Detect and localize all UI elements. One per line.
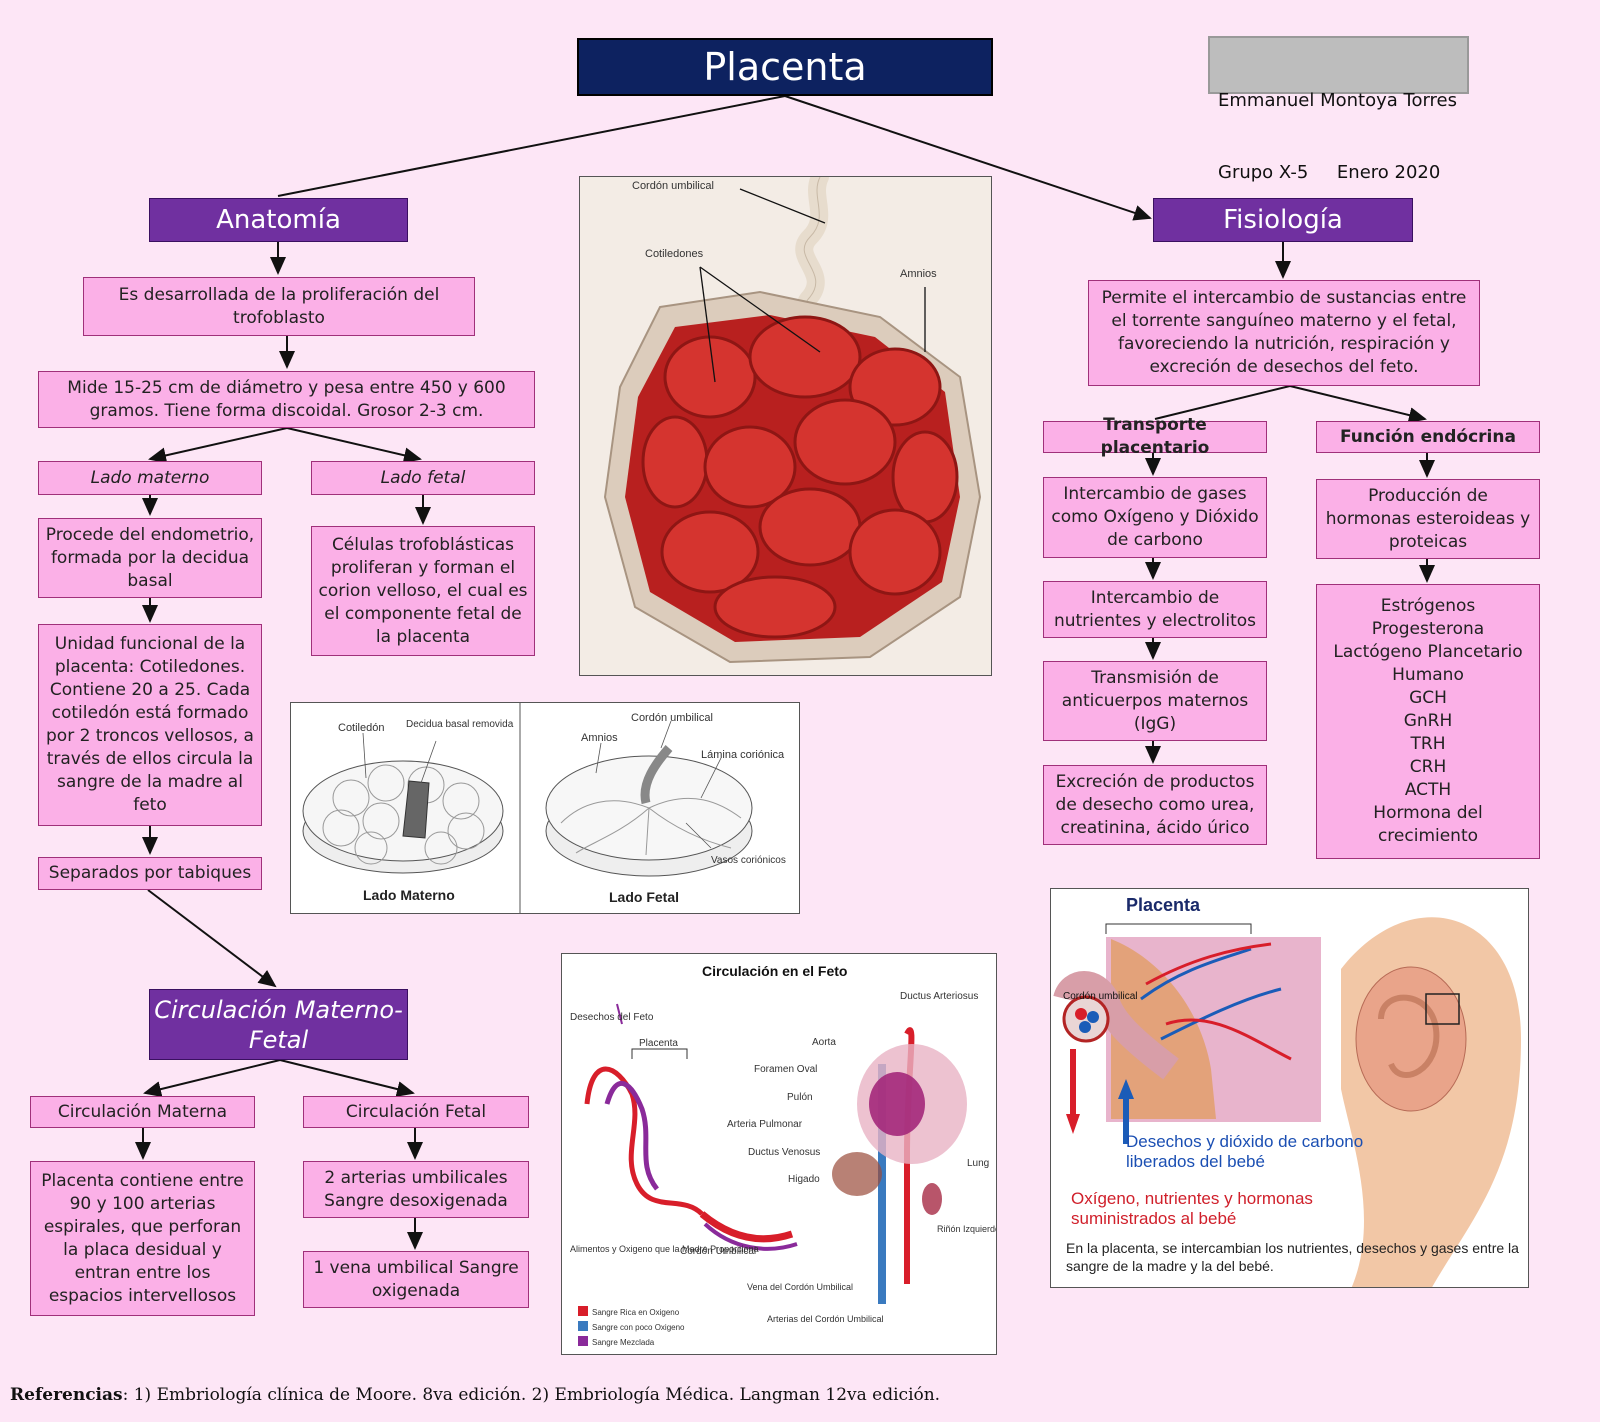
- label-oxygen-nutrients: Oxígeno, nutrientes y hormonas suministr…: [1071, 1189, 1313, 1228]
- anatomia-heading: Anatomía: [149, 198, 408, 242]
- label-cordon-umbilical-3: Cordón Umbilical: [680, 1246, 756, 1257]
- circulacion-materna-label: Circulación Materna: [30, 1096, 255, 1128]
- author-box: Emmanuel Montoya Torres Grupo X-5 Enero …: [1208, 36, 1469, 183]
- page-title: Placenta: [577, 38, 993, 96]
- label-higado: Higado: [788, 1174, 820, 1185]
- label-amnios: Amnios: [900, 268, 937, 280]
- umbilical-vein-box: 1 vena umbilical Sangre oxigenada: [303, 1251, 529, 1308]
- label-ductus-venosus: Ductus Venosus: [748, 1147, 820, 1158]
- label-vena-cordon: Vena del Cordón Umbilical: [747, 1282, 853, 1292]
- hormone-item: CRH: [1409, 757, 1447, 777]
- functional-unit-desc: Unidad funcional de la placenta: Cotiled…: [38, 624, 262, 826]
- placental-exchange-illustration: Placenta Cordón umbilical Desechos y dió…: [1050, 888, 1529, 1288]
- label-cotiledones: Cotiledones: [645, 248, 704, 260]
- fisiologia-heading: Fisiología: [1153, 198, 1413, 242]
- label-lado-fetal: Lado Fetal: [609, 889, 679, 905]
- transport-item-antibodies: Transmisión de anticuerpos maternos (IgG…: [1043, 661, 1267, 741]
- legend-label: Sangre con poco Oxigeno: [592, 1323, 685, 1332]
- fisiologia-desc: Permite el intercambio de sustancias ent…: [1088, 280, 1480, 386]
- fetal-circulation-illustration: Circulación en el Feto Ductus Arteriosus…: [561, 953, 997, 1355]
- circulation-legend: Sangre Rica en Oxigeno Sangre con poco O…: [578, 1306, 685, 1347]
- legend-label: Sangre Mezclada: [592, 1338, 655, 1347]
- placenta-sides-illustration: Cotiledón Decidua basal removida Lado Ma…: [290, 702, 800, 914]
- hormone-item: ACTH: [1404, 780, 1452, 800]
- placenta-illustration: Cordón umbilical Cotiledones Amnios: [579, 176, 992, 676]
- transporte-heading: Transporte placentario: [1043, 415, 1267, 458]
- label-desechos: Desechos del Feto: [570, 1012, 654, 1023]
- lado-fetal-label: Lado fetal: [311, 461, 535, 495]
- circulacion-heading: Circulación Materno-Fetal: [149, 989, 408, 1060]
- hormone-item: GCH: [1409, 688, 1447, 708]
- label-ductus-arteriosus: Ductus Arteriosus: [900, 991, 978, 1002]
- label-cotiledon: Cotiledón: [338, 722, 384, 734]
- hormone-item: Estrógenos: [1380, 596, 1476, 616]
- author-name: Emmanuel Montoya Torres: [1218, 90, 1458, 111]
- references-text: : 1) Embriología clínica de Moore. 8va e…: [122, 1385, 941, 1405]
- label-pulon: Pulón: [787, 1092, 813, 1103]
- references-label: Referencias: [10, 1385, 123, 1405]
- hormone-list: Estrógenos Progesterona Lactógeno Plance…: [1316, 584, 1540, 859]
- label-placenta: Placenta: [639, 1038, 678, 1049]
- hormone-item: GnRH: [1403, 711, 1453, 731]
- transport-item-waste: Excreción de productos de desecho como u…: [1043, 765, 1267, 845]
- circulacion-fetal-label: Circulación Fetal: [303, 1096, 529, 1128]
- fetal-side-desc: Células trofoblásticas proliferan y form…: [311, 526, 535, 656]
- hormone-item: TRH: [1410, 734, 1446, 754]
- maternal-side-drawing: [302, 760, 504, 874]
- hormone-production-box: Producción de hormonas esteroideas y pro…: [1316, 479, 1540, 559]
- exchange-caption: En la placenta, se intercambian los nutr…: [1066, 1240, 1519, 1274]
- legend-swatch-mixed: [578, 1336, 588, 1346]
- legend-swatch-oxygen-rich: [578, 1306, 588, 1316]
- references: Referencias: 1) Embriología clínica de M…: [10, 1385, 1110, 1405]
- label-arterias-cordon: Arterias del Cordón Umbilical: [767, 1314, 884, 1324]
- transport-item-gases: Intercambio de gases como Oxígeno y Dióx…: [1043, 477, 1267, 558]
- legend-swatch-oxygen-poor: [578, 1321, 588, 1331]
- fetal-side-drawing: [545, 745, 753, 877]
- hormone-item: Lactógeno Plancetario Humano: [1333, 642, 1523, 685]
- label-amnios-2: Amnios: [581, 732, 618, 744]
- label-arteria-pulmonar: Arteria Pulmonar: [727, 1119, 803, 1130]
- hormone-item: Hormona del crecimiento: [1373, 803, 1483, 846]
- exchange-title: Placenta: [1126, 895, 1201, 915]
- label-aorta: Aorta: [812, 1037, 836, 1048]
- maternal-circulation-desc: Placenta contiene entre 90 y 100 arteria…: [30, 1161, 255, 1316]
- label-decidua: Decidua basal removida: [406, 719, 514, 730]
- maternal-side-desc: Procede del endometrio, formada por la d…: [38, 518, 262, 598]
- lado-materno-label: Lado materno: [38, 461, 262, 495]
- label-cordon-umbilical-4: Cordón umbilical: [1063, 991, 1137, 1002]
- anatomia-size-box: Mide 15-25 cm de diámetro y pesa entre 4…: [38, 371, 535, 428]
- label-foramen-oval: Foramen Oval: [754, 1064, 817, 1075]
- label-vasos-corionicos: Vasos coriónicos: [711, 855, 786, 866]
- label-lamina-corionica: Lámina coriónica: [701, 749, 785, 761]
- legend-label: Sangre Rica en Oxigeno: [592, 1308, 680, 1317]
- label-cordon-umbilical: Cordón umbilical: [632, 180, 714, 192]
- label-cordon-umbilical-2: Cordón umbilical: [631, 712, 713, 724]
- transport-item-nutrients: Intercambio de nutrientes y electrolitos: [1043, 581, 1267, 638]
- label-alimentos: Alimentos y Oxigeno que la Madre Proporc…: [570, 1244, 759, 1254]
- label-rinon: Riñón Izquierdo: [937, 1224, 997, 1234]
- author-group-date: Grupo X-5 Enero 2020: [1218, 162, 1441, 183]
- label-lado-materno: Lado Materno: [363, 887, 455, 903]
- hormone-item: Progesterona: [1371, 619, 1485, 639]
- endocrina-heading: Función endócrina: [1316, 421, 1540, 453]
- anatomia-origin-box: Es desarrollada de la proliferación del …: [83, 277, 475, 336]
- septa-box: Separados por tabiques: [38, 857, 262, 890]
- circulation-title: Circulación en el Feto: [702, 963, 847, 979]
- umbilical-arteries-box: 2 arterias umbilicales Sangre desoxigena…: [303, 1161, 529, 1218]
- label-lung: Lung: [967, 1158, 989, 1169]
- label-waste-co2: Desechos y dióxido de carbono liberados …: [1126, 1132, 1364, 1171]
